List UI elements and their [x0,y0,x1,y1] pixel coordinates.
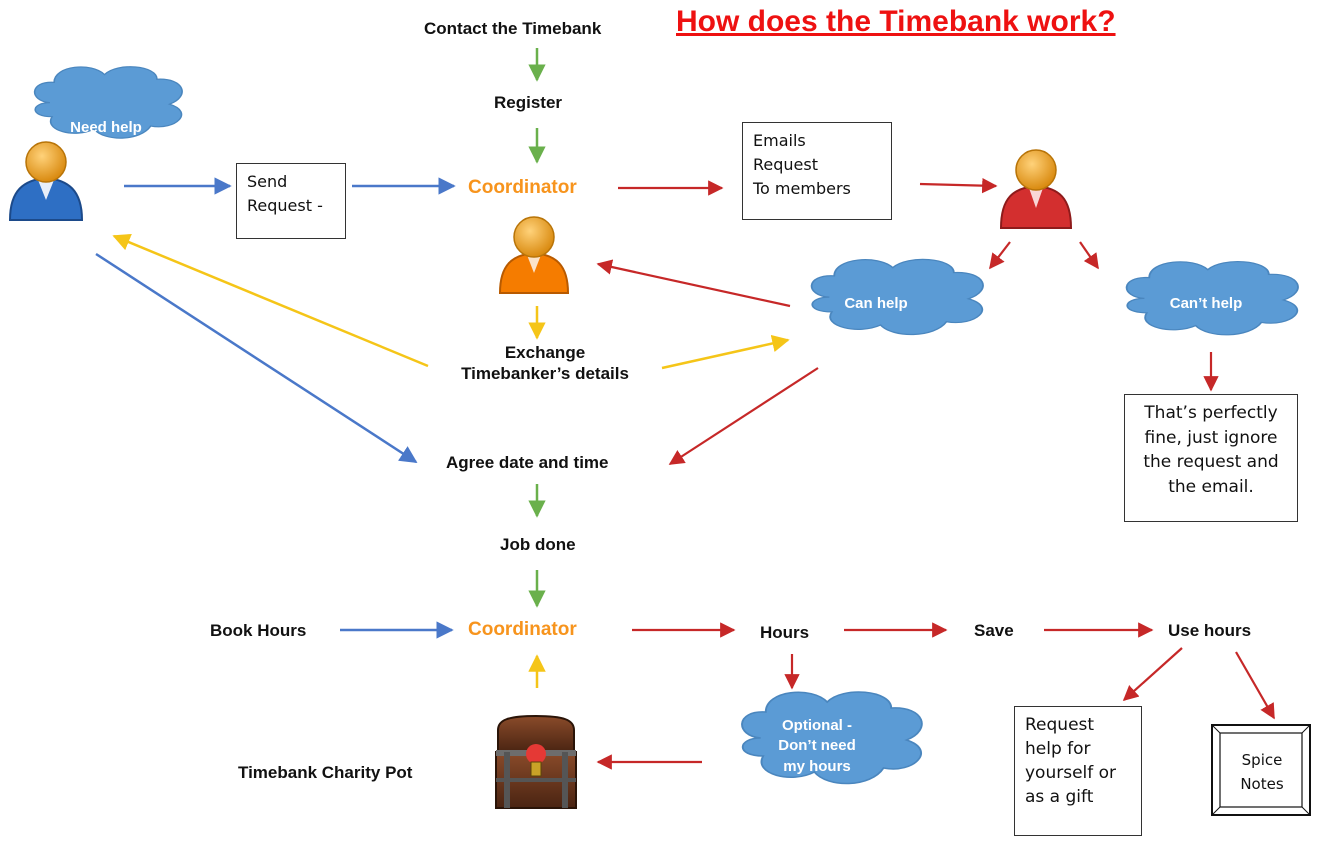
person-icon [8,141,84,221]
request-help-line-4: as a gift [1025,787,1094,808]
step-book-hours: Book Hours [210,621,307,640]
cloud-can-help-text: Can help [844,295,908,312]
coordinator-top-label: Coordinator [468,177,577,198]
fine-line-2: fine, just ignore [1144,427,1278,448]
coordinator-bottom-label: Coordinator [468,619,577,640]
cloud-icon [741,691,923,785]
request-help-line-2: help for [1025,739,1091,760]
step-contact-the-timebank: Contact the Timebank [424,19,602,38]
send-request-line-1: Send [247,172,288,191]
exchange-line-2: Timebanker’s details [461,364,629,384]
cloud-icon [1125,260,1299,336]
request-help-line-3: yourself or [1025,763,1117,784]
step-hours: Hours [760,623,810,642]
fine-line-3: the request and [1143,452,1279,473]
optional-line-1: Optional - [782,717,852,734]
cloud-optional-text: Optional - Don’t need my hours [752,716,882,777]
emails-line-2: Request [753,155,818,174]
note-request-help: Request help for yourself or as a gift [1014,706,1142,836]
spice-notes-text: Spice Notes [1222,748,1302,796]
exchange-line-1: Exchange [504,343,586,362]
request-help-line-1: Request [1025,715,1095,735]
cloud-need-help-text: Need help [70,119,142,136]
treasure-chest-icon [495,714,577,809]
step-register: Register [494,93,563,112]
fine-line-4: the email. [1168,476,1254,497]
timebank-charity-pot-label: Timebank Charity Pot [238,763,413,782]
optional-line-3: my hours [783,757,851,775]
step-job-done: Job done [500,535,576,554]
step-use-hours: Use hours [1168,621,1252,640]
person-icon [498,216,570,294]
cloud-cant-help-text: Can’t help [1169,295,1243,312]
note-send-request: Send Request - [236,163,346,239]
note-emails-request: Emails Request To members [742,122,892,220]
cloud-icon [810,258,984,336]
flow-arrows-blue [95,177,456,639]
page-title: How does the Timebank work? [676,5,1116,38]
fine-line-1: That’s perfectly [1144,403,1278,423]
emails-line-1: Emails [753,131,806,150]
emails-line-3: To members [753,179,851,198]
spice-line-2: Notes [1240,775,1284,793]
person-icon [999,149,1073,229]
step-exchange-details: Exchange Timebanker’s details [440,342,650,385]
spice-line-1: Spice [1241,751,1283,769]
flow-arrows-red [596,177,1275,770]
note-thats-perfectly-fine: That’s perfectly fine, just ignore the r… [1124,394,1298,522]
step-agree-date-and-time: Agree date and time [446,453,609,472]
spice-notes-inner-frame [1219,732,1303,808]
flow-arrows-yellow [112,233,790,688]
send-request-line-2: Request - [247,196,323,215]
optional-line-2: Don’t need [778,737,856,755]
cloud-icon [33,66,183,139]
step-save: Save [974,621,1014,640]
